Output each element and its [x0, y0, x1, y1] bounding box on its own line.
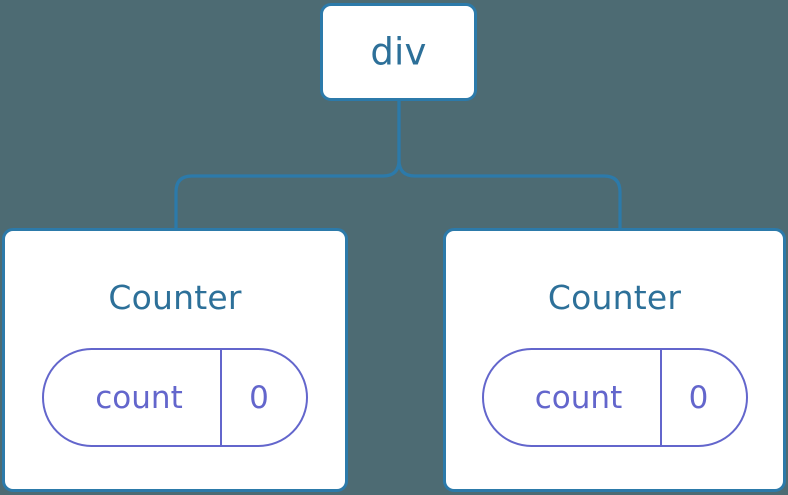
counter-title: Counter: [547, 278, 682, 317]
state-value-label: 0: [688, 379, 709, 416]
state-pill-divider: [659, 350, 662, 445]
node-counter-right[interactable]: Counter count 0: [443, 228, 786, 492]
state-key-label: count: [95, 379, 183, 416]
node-counter-left[interactable]: Counter count 0: [2, 228, 348, 492]
state-pill[interactable]: count 0: [42, 348, 308, 447]
root-node-label: div: [370, 30, 427, 74]
node-root-div[interactable]: div: [320, 3, 477, 101]
edge-root-to-counter-left: [174, 100, 401, 230]
state-key-label: count: [534, 379, 623, 416]
edge-root-to-counter-right: [397, 100, 622, 230]
state-value-label: 0: [249, 379, 269, 416]
state-pill-divider: [220, 350, 222, 445]
state-pill[interactable]: count 0: [481, 348, 748, 447]
counter-title: Counter: [108, 278, 242, 317]
